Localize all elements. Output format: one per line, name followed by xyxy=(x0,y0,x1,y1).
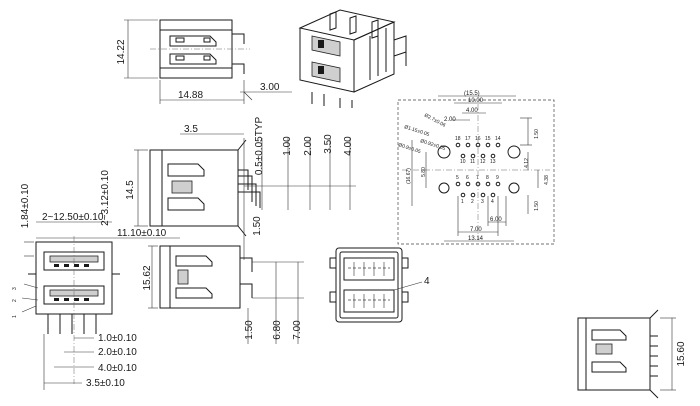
pcb-h-1-50-top: 1.50 xyxy=(534,129,540,139)
pcb-phi-1-15: Ø1.15±0.05 xyxy=(403,124,430,138)
dim-1-84: 1.84±0.10 xyxy=(20,183,31,228)
pcb-w-10-00: 10.00 xyxy=(468,98,484,104)
pcb-h-5-80: 5.80 xyxy=(421,167,427,177)
dim-15-62: 15.62 xyxy=(142,265,153,290)
dim-7-00: 7.00 xyxy=(292,320,303,340)
small-side-view: 15.60 xyxy=(577,309,687,399)
pcb-h-1-50-bot: 1.50 xyxy=(534,201,540,211)
dim-6-80: 6.80 xyxy=(272,320,283,340)
pcb-w-7-00: 7.00 xyxy=(470,227,482,233)
front-view: 1.84±0.10 2~12.50±0.10 11.10±0.10 2~3.12… xyxy=(12,170,180,390)
pcb-pin-3: 3 xyxy=(481,199,484,205)
callout-4: 4 xyxy=(424,276,430,287)
pcb-layout: (15.5) 10.00 4.00 2.00 Ø2.7±0.06 Ø1.15±0… xyxy=(397,91,555,245)
pcb-pin-17: 17 xyxy=(465,136,471,142)
pcb-top-pins xyxy=(455,142,501,159)
pcb-pin-10: 10 xyxy=(460,159,466,165)
dim-3-5: 3.5 xyxy=(184,124,198,135)
pcb-pin-18: 18 xyxy=(455,136,461,142)
top-view: 14.22 14.88 3.00 xyxy=(116,19,292,104)
pcb-pin-12: 12 xyxy=(480,159,486,165)
pcb-pin-2: 2 xyxy=(471,199,474,205)
pcb-phi-0-92: Ø0.92±0.05 xyxy=(419,138,446,152)
pcb-pin-1: 1 xyxy=(461,199,464,205)
dim-0-5-typ: 0.5±0.05TYP xyxy=(254,117,265,176)
pcb-pin-14: 14 xyxy=(495,136,501,142)
dim-2-00: 2.00 xyxy=(303,136,314,156)
pcb-phi-2-7: Ø2.7±0.06 xyxy=(423,112,447,128)
pcb-w-4-00: 4.00 xyxy=(466,108,478,114)
pcb-pin-7: 7 xyxy=(476,175,479,181)
dim-1-50-lower: 1.50 xyxy=(244,320,255,340)
pcb-pin-11: 11 xyxy=(470,159,475,165)
dim-14-88: 14.88 xyxy=(178,90,203,101)
pcb-w-13-14: 13.14 xyxy=(468,236,484,242)
dim-4-00: 4.00 xyxy=(343,136,354,156)
pcb-h-4-38: 4.38 xyxy=(544,175,550,185)
dim-4-0-tol: 4.0±0.10 xyxy=(98,363,137,374)
dim-3-00: 3.00 xyxy=(260,82,280,93)
isometric-view xyxy=(298,9,407,108)
dim-3-5-tol: 3.5±0.10 xyxy=(86,378,125,389)
dim-14-22: 14.22 xyxy=(116,39,127,64)
dim-2-12-50: 2~12.50±0.10 xyxy=(42,212,104,223)
dim-11-10: 11.10±0.10 xyxy=(117,228,167,239)
pcb-w-2-00: 2.00 xyxy=(444,117,456,123)
pcb-h-4-12: 4.12 xyxy=(524,158,530,168)
callout-3: 3 xyxy=(12,287,18,290)
callout-2: 2 xyxy=(12,299,18,302)
dim-2-0-tol: 2.0±0.10 xyxy=(98,347,137,358)
side-view: 0.5±0.05TYP 1.00 2.00 3.50 4.00 3.5 14.5… xyxy=(125,117,356,260)
dim-1-00: 1.00 xyxy=(282,136,293,156)
dim-3-50: 3.50 xyxy=(323,134,334,154)
face-view: 4 xyxy=(329,247,430,323)
pcb-pin-15: 15 xyxy=(485,136,491,142)
lower-side-view: 15.62 1.50 6.80 7.00 xyxy=(142,245,304,344)
pcb-w-6-00: 6.00 xyxy=(490,217,502,223)
pcb-phi-0-9: Ø0.9±0.05 xyxy=(397,142,421,155)
dim-2-3-12: 2~3.12±0.10 xyxy=(100,170,111,226)
dim-15-60: 15.60 xyxy=(676,341,687,366)
dim-1-0-tol: 1.0±0.10 xyxy=(98,333,137,344)
pcb-w-15-5: (15.5) xyxy=(464,91,480,97)
pcb-pin-8: 8 xyxy=(486,175,489,181)
dim-14-5: 14.5 xyxy=(125,180,136,200)
pcb-pin-9: 9 xyxy=(496,175,499,181)
pcb-pin-4: 4 xyxy=(491,199,494,205)
callout-1: 1 xyxy=(12,315,18,318)
dim-1-50-side: 1.50 xyxy=(252,216,263,236)
pcb-h-16-67: (16.67) xyxy=(406,168,412,184)
pcb-pin-6: 6 xyxy=(466,175,469,181)
pcb-pin-13: 13 xyxy=(490,159,496,165)
pcb-pin-5: 5 xyxy=(456,175,459,181)
